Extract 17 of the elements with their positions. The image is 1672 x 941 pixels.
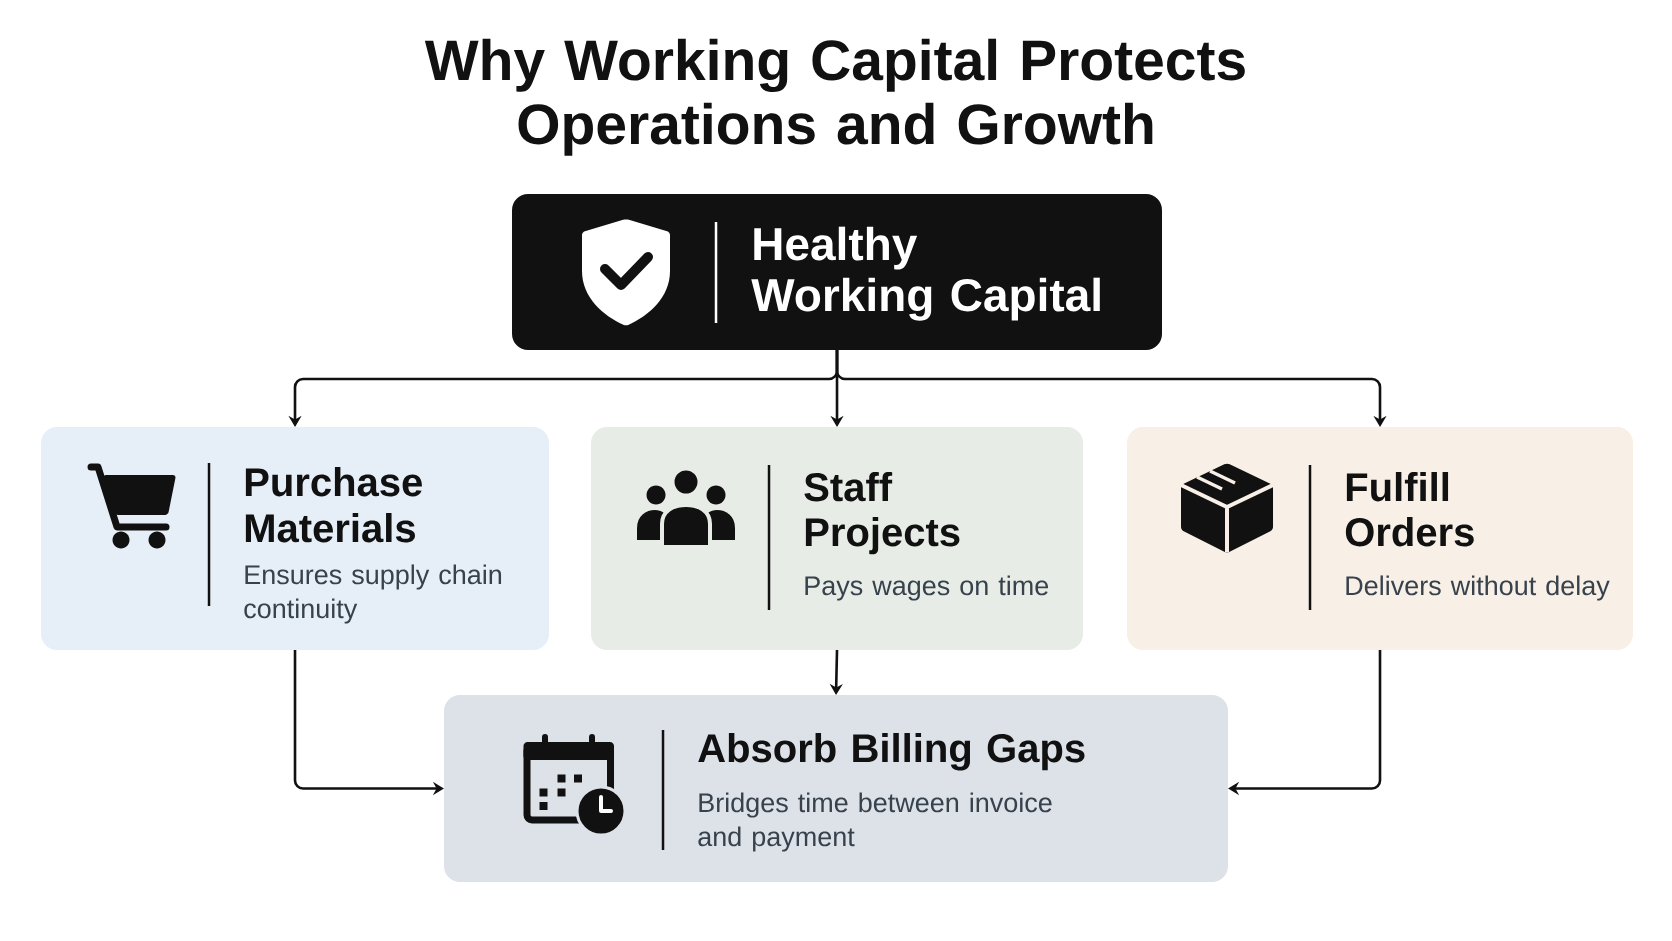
- card-heading: Staff Projects: [804, 472, 960, 555]
- card-text: Bridges time between invoice and payment: [698, 792, 1052, 852]
- arrow: [1228, 650, 1382, 796]
- card: [512, 194, 1162, 350]
- card-heading: Absorb Billing Gaps: [698, 733, 1085, 771]
- card: [591, 427, 1083, 650]
- title: Why Working Capital Protects Operations and Growth: [424, 38, 1245, 156]
- card-heading: Fulfill Orders: [1345, 472, 1474, 547]
- card: [444, 695, 1228, 882]
- card-text: Pays wages on time: [805, 575, 1049, 601]
- arrow: [835, 350, 1387, 427]
- card-heading: Purchase Materials: [245, 467, 422, 543]
- card: [41, 427, 549, 650]
- card: [1127, 427, 1633, 650]
- card-text: Ensures supply chain continuity: [244, 564, 502, 624]
- card-text: Delivers without delay: [1346, 575, 1610, 601]
- card-heading: Healthy Working Capital: [751, 226, 1100, 321]
